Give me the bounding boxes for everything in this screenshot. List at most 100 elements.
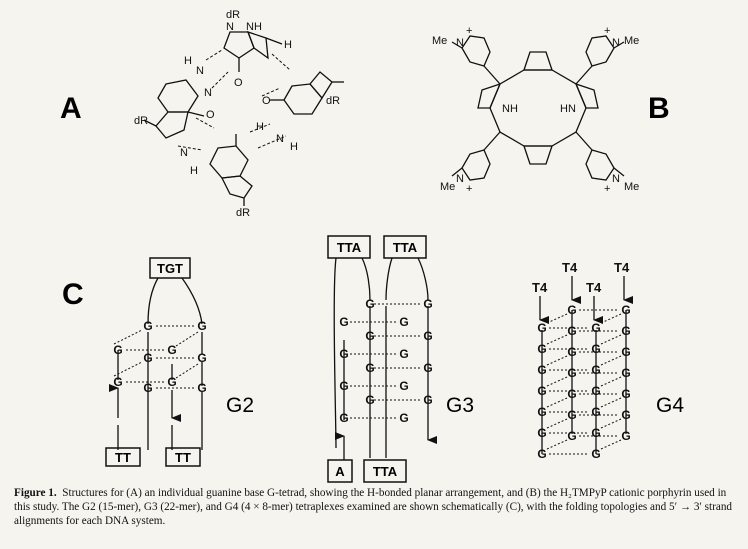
panel-label-b: B (648, 92, 670, 125)
g3-end-right-box (363, 459, 407, 483)
g2-end-right-label: TT (175, 450, 191, 465)
g3-base: G (339, 347, 348, 361)
g3-end-left-box (327, 459, 353, 483)
g4-base: G (591, 447, 600, 461)
g3-loop-right-box (383, 235, 427, 259)
g3-base: G (365, 297, 374, 311)
g4-base: G (567, 429, 576, 443)
charge-label: + (466, 25, 472, 37)
g3-end-right-label: TTA (373, 464, 398, 479)
charge-label: + (604, 183, 610, 195)
g2-base: G (143, 381, 152, 395)
g4-base: G (537, 363, 546, 377)
atom-label: H (290, 141, 298, 153)
g2-loop-label: TGT (157, 261, 183, 276)
nitrogen-label: N (456, 173, 464, 185)
g2-base: G (143, 351, 152, 365)
g3-base: G (423, 393, 432, 407)
dr-label: dR (326, 95, 340, 107)
methyl-label: Me (624, 181, 639, 193)
g4-strand-label: T4 (532, 280, 548, 295)
figure-caption: Figure 1. Structures for (A) an individu… (14, 486, 736, 529)
g3-base: G (423, 297, 432, 311)
atom-label: H (190, 165, 198, 177)
g4-base: G (567, 345, 576, 359)
hn-label: HN (560, 103, 576, 115)
g2-base: G (113, 343, 122, 357)
g3-loop-right-label: TTA (393, 240, 418, 255)
g4-base: G (591, 321, 600, 335)
g4-base: G (591, 426, 600, 440)
porphyrin-structure (451, 35, 625, 181)
g4-base: G (567, 324, 576, 338)
g4-base: G (567, 366, 576, 380)
g3-base: G (339, 315, 348, 329)
g4-base: G (591, 384, 600, 398)
atom-label: N (180, 147, 188, 159)
g3-end-left-label: A (335, 464, 345, 479)
g4-base: G (591, 405, 600, 419)
g3-base: G (399, 379, 408, 393)
g2-base: G (143, 319, 152, 333)
g4-base: G (567, 387, 576, 401)
g4-base: G (621, 303, 630, 317)
atom-label: O (234, 77, 243, 89)
g4-strand-label: T4 (586, 280, 602, 295)
g2-base: G (167, 343, 176, 357)
caption-text: Structures for (A) an individual guanine… (14, 487, 733, 528)
atom-label: O (262, 95, 271, 107)
charge-label: + (604, 25, 610, 37)
g2-label: G2 (226, 394, 254, 417)
g3-diagram: TTA TTA G G G G G (327, 235, 474, 483)
g3-loop-left-label: TTA (337, 240, 362, 255)
g3-base: G (365, 361, 374, 375)
g3-base: G (399, 411, 408, 425)
g4-base: G (567, 303, 576, 317)
figure-canvas: A B C dR (60, 9, 684, 483)
atom-label: O (206, 109, 215, 121)
nh-label: NH (502, 103, 518, 115)
g4-base: G (537, 384, 546, 398)
g3-label: G3 (446, 394, 474, 417)
g4-strand-label: T4 (562, 260, 578, 275)
g3-base: G (399, 347, 408, 361)
g3-base: G (423, 329, 432, 343)
g4-label: G4 (656, 394, 684, 417)
g4-base: G (537, 447, 546, 461)
charge-label: + (466, 183, 472, 195)
atom-label: H (184, 55, 192, 67)
nitrogen-label: N (612, 173, 620, 185)
atom-label: N (204, 87, 212, 99)
atom-label: N (196, 65, 204, 77)
g2-end-left-box (105, 447, 141, 467)
g2-base: G (197, 319, 206, 333)
figure-label: Figure 1. (14, 487, 57, 499)
g4-base: G (591, 342, 600, 356)
g4-base: G (621, 408, 630, 422)
g4-base: G (591, 363, 600, 377)
g3-base: G (423, 361, 432, 375)
dr-label: dR (236, 207, 250, 219)
g4-base: G (537, 321, 546, 335)
g4-base: G (537, 426, 546, 440)
panel-label-c: C (62, 278, 84, 311)
g3-base: G (339, 379, 348, 393)
g2-diagram: TGT G G G (105, 257, 254, 467)
dr-label: dR (134, 115, 148, 127)
g3-base: G (339, 411, 348, 425)
nitrogen-label: N (612, 37, 620, 49)
g4-base: G (621, 387, 630, 401)
g4-base: G (537, 405, 546, 419)
g4-base: G (567, 408, 576, 422)
g4-base: G (621, 366, 630, 380)
atom-label: N (226, 21, 234, 33)
g4-base: G (621, 345, 630, 359)
g4-base: G (537, 342, 546, 356)
g2-end-right-box (165, 447, 201, 467)
g3-base: G (399, 315, 408, 329)
dr-label: dR (226, 9, 240, 21)
g4-base: G (621, 429, 630, 443)
atom-label: N (276, 133, 284, 145)
g3-base: G (365, 329, 374, 343)
